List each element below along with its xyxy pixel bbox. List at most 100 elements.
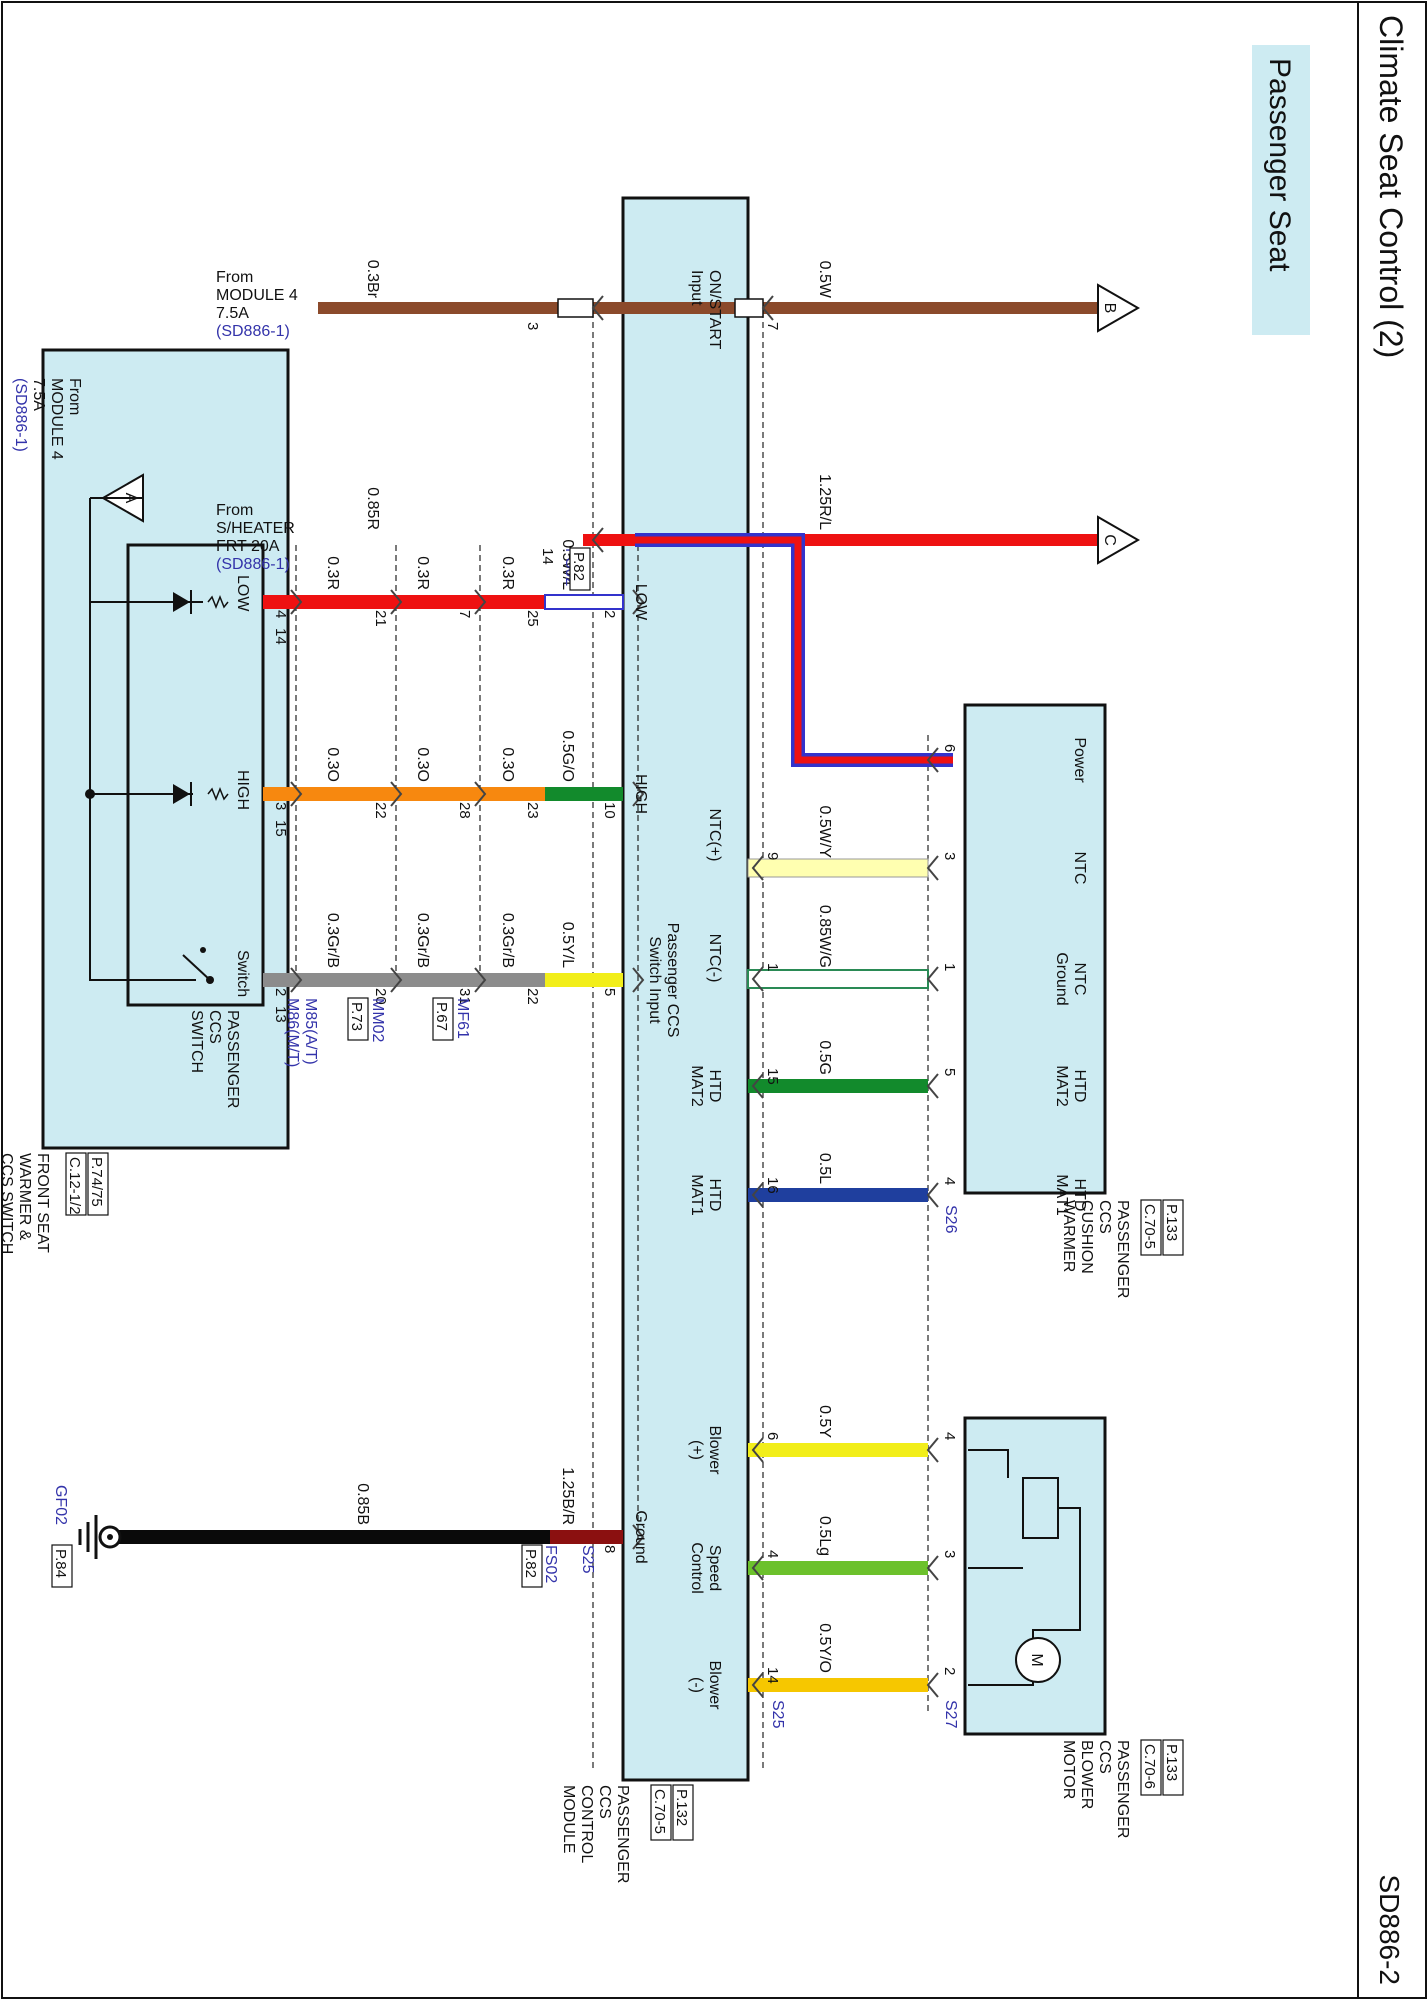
wl-ntc: 0.5W/Y — [816, 806, 833, 859]
pin-high-ctrl: 10 — [601, 802, 618, 819]
wl-c-src: 0.85R — [364, 487, 381, 530]
ref-mf61-box — [432, 997, 454, 1041]
pin-low-c2: 7 — [456, 610, 473, 618]
ground-symbol — [78, 1515, 122, 1559]
svg-text:P.74/75: P.74/75 — [88, 1157, 105, 1207]
svg-text:C.70-5: C.70-5 — [1141, 1204, 1158, 1249]
module-names: PASSENGERCCSCONTROLMODULE P.132 C.70-5 P… — [0, 1010, 1184, 1883]
connector-tags: FS02 P.82 FS02 P.82 S25 S25 S26 S27 MF61… — [284, 547, 959, 1729]
source-a-text: FromMODULE 47.5A(SD886-1) — [12, 378, 83, 460]
pin-sw-c4b: 13 — [272, 1006, 289, 1023]
switch-contact — [182, 947, 214, 984]
cushion-module-name: PASSENGERCCSCUSHIONWARMER — [1060, 1200, 1131, 1298]
subtitle-badge — [1252, 45, 1310, 335]
pin-bp-motor: 4 — [941, 1432, 958, 1440]
wl-mat1: 0.5L — [816, 1153, 833, 1184]
pin-bn-ctrl: 14 — [764, 1667, 781, 1684]
pin-mat2-ctrl: 15 — [764, 1068, 781, 1085]
ctrl-on-start-label: ON/STARTInput — [688, 270, 723, 350]
ref-fs02-top: P.82 — [570, 552, 587, 581]
wire-labels: 0.3Br 0.5W 0.85R 1.25R/L 0.5W/Y 0.85W/G … — [324, 260, 833, 1673]
source-c-triangle — [1097, 515, 1141, 565]
wire-on-start-white — [734, 298, 764, 318]
ctrl-blower-pos-label: Blower(+) — [688, 1426, 723, 1476]
pin-sw-c1: 22 — [524, 988, 541, 1005]
pin-ntcg-ctrl: 1 — [764, 963, 781, 971]
svg-text:C.70-5: C.70-5 — [651, 1789, 668, 1834]
wl-high-3: 0.3O — [324, 747, 341, 782]
cush-mat2-label: HTDMAT2 — [1053, 1065, 1088, 1107]
ref-mm02: P.73 — [348, 1002, 365, 1031]
pin-mat1-ctrl: 16 — [764, 1177, 781, 1194]
blower-module-name: PASSENGERCCSBLOWERMOTOR — [1060, 1740, 1131, 1838]
pin-mat1-cush: 4 — [941, 1177, 958, 1185]
pin-low-c1: 25 — [524, 610, 541, 627]
wl-on-start: 0.5W — [816, 261, 833, 299]
cush-mat1-label: HTDMAT1 — [1053, 1174, 1088, 1216]
pin-power-cushion: 6 — [941, 744, 958, 752]
source-c-letter: C — [1101, 534, 1118, 546]
cush-ntcg-label: NTCGround — [1053, 952, 1088, 1005]
ref-gf02-box — [51, 1544, 73, 1588]
wl-gnd: 1.25B/R — [559, 1467, 576, 1525]
ctrl-htd-mat2-label: HTDMAT2 — [688, 1065, 723, 1107]
diagram-code: SD886-2 — [1374, 1874, 1405, 1985]
pin-mat2-cush: 5 — [941, 1068, 958, 1076]
control-module-name: PASSENGERCCSCONTROLMODULE — [560, 1785, 631, 1883]
seat-warmer-switch-box — [41, 348, 290, 1150]
svg-text:FromMODULE 47.5A(SD886-1): FromMODULE 47.5A(SD886-1) — [12, 378, 83, 460]
pin-low-c4b: 14 — [272, 628, 289, 645]
pin-gnd-ctrl: 8 — [601, 1545, 618, 1553]
wl-high-0: 0.5G/O — [559, 730, 576, 782]
switch-led-low — [173, 590, 229, 614]
wire-ntc — [747, 858, 929, 878]
pin-ntcg-cush: 1 — [941, 963, 958, 971]
ref-gf02: P.84 — [52, 1549, 69, 1578]
ctrl-low-label: LOW — [632, 584, 649, 621]
pin-bn-motor: 2 — [941, 1667, 958, 1675]
wire-low-white-blue — [544, 594, 624, 610]
tag-s25-gnd: S25 — [579, 1545, 596, 1574]
ctrl-htd-mat1-label: HTDMAT1 — [688, 1174, 723, 1216]
tag-gf02: GF02 — [52, 1485, 69, 1525]
wl-low-3: 0.3R — [324, 556, 341, 590]
source-b-triangle — [1097, 283, 1141, 333]
pin-low-c3: 21 — [372, 610, 389, 627]
ccs-cushion-warmer-box — [963, 703, 1107, 1195]
tag-mm02: MM02 — [369, 998, 386, 1043]
wl-sw-0: 0.5Y/L — [559, 922, 576, 968]
wl-sw-1: 0.3Gr/B — [499, 913, 516, 968]
ccs-blower-motor-box — [963, 1416, 1107, 1736]
svg-text:C.70-6: C.70-6 — [1141, 1744, 1158, 1789]
page-subtitle: Passenger Seat — [1263, 58, 1296, 272]
ctrl-ground-label: Ground — [632, 1510, 649, 1563]
wl-sw-3: 0.3Gr/B — [324, 913, 341, 968]
tag-s27: S27 — [942, 1700, 959, 1729]
pin-power-top: 14 — [539, 548, 556, 565]
pin-high-c1: 23 — [524, 802, 541, 819]
wl-sw-2: 0.3Gr/B — [414, 913, 431, 968]
svg-text:P.132: P.132 — [673, 1789, 690, 1826]
wl-blower-neg: 0.5Y/O — [816, 1623, 833, 1673]
pin-sp-ctrl: 4 — [764, 1550, 781, 1558]
tag-mf61: MF61 — [454, 998, 471, 1039]
wl-power: 1.25R/L — [816, 474, 833, 530]
pin-sp-motor: 3 — [941, 1550, 958, 1558]
connector-chevrons — [290, 295, 939, 1698]
ctrl-switch-input-label: Passenger CCSSwitch Input — [646, 923, 681, 1038]
sw-high-label: HIGH — [234, 770, 251, 810]
pin-sw-c4a: 2 — [272, 988, 289, 996]
pin-low-c4a: 4 — [272, 610, 289, 618]
pin-ntc-ctrl: 9 — [764, 852, 781, 860]
ctrl-high-label: HIGH — [632, 774, 649, 814]
wire-on-start-white-2 — [557, 298, 594, 318]
switch-box-name: FRONT SEATWARMER &CCS SWITCH — [0, 1153, 51, 1254]
control-module-labels: ON/STARTInput NTC(+) NTC(-) HTDMAT2 HTDM… — [632, 270, 723, 1710]
wl-b-src: 0.3Br — [364, 260, 381, 299]
pin-numbers: 3 7 14 6 9 3 1 1 15 5 16 4 6 4 4 3 14 2 … — [272, 322, 958, 1684]
pin-low-ctrl: 2 — [601, 610, 618, 618]
